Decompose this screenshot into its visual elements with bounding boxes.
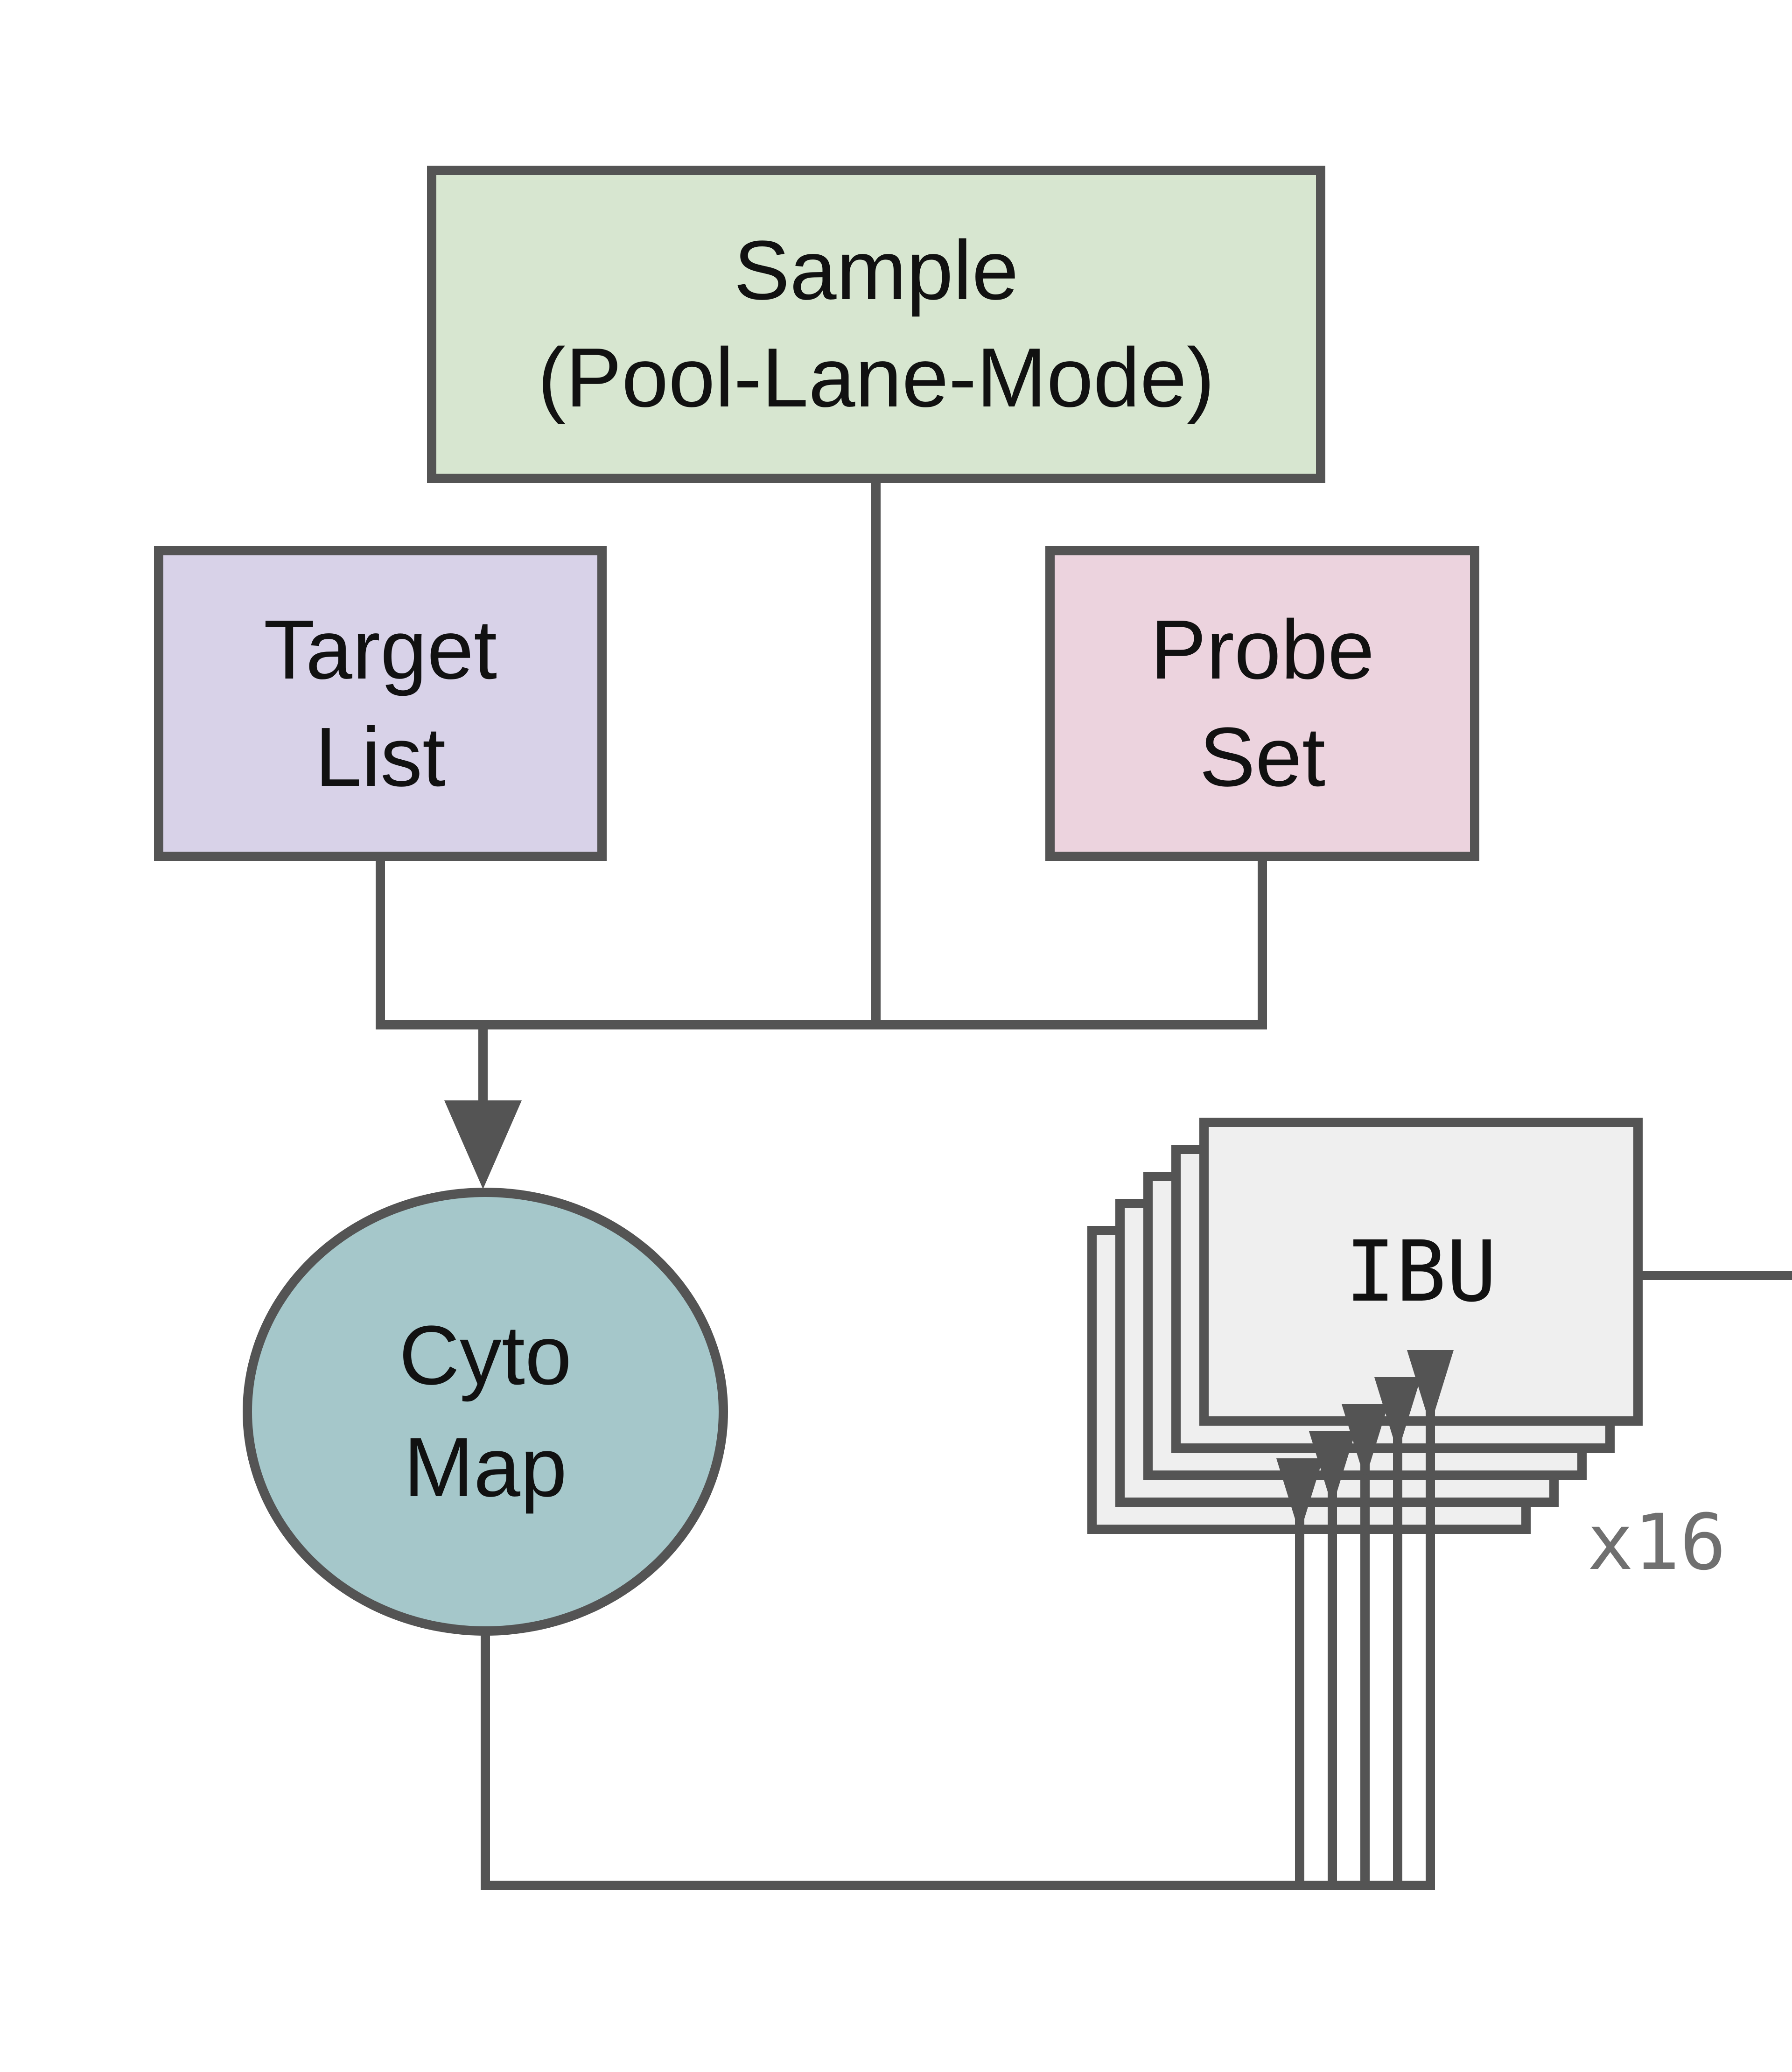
target-list-label-line1: Target [263,602,497,697]
cyto-map-label-line2: Map [403,1421,567,1514]
stack-count-label: x16 [1587,1498,1726,1587]
arrowhead-icon [444,1100,522,1189]
sample-node: Sample (Pool-Lane-Mode) [427,166,1325,483]
sample-node-label-line2: (Pool-Lane-Mode) [538,331,1215,425]
probe-set-label-line2: Set [1199,710,1326,804]
ibu-node-label: IBU [1345,1223,1497,1321]
ibu-node: IBU [1199,1118,1643,1426]
cyto-map-node: Cyto Map [243,1188,728,1636]
sample-node-label-line1: Sample [734,224,1019,317]
target-list-label-line2: List [315,710,446,804]
target-list-node: Target List [154,546,607,861]
cyto-map-label-line1: Cyto [399,1309,572,1402]
probe-set-node: Probe Set [1045,546,1479,861]
probe-set-label-line1: Probe [1150,602,1375,697]
